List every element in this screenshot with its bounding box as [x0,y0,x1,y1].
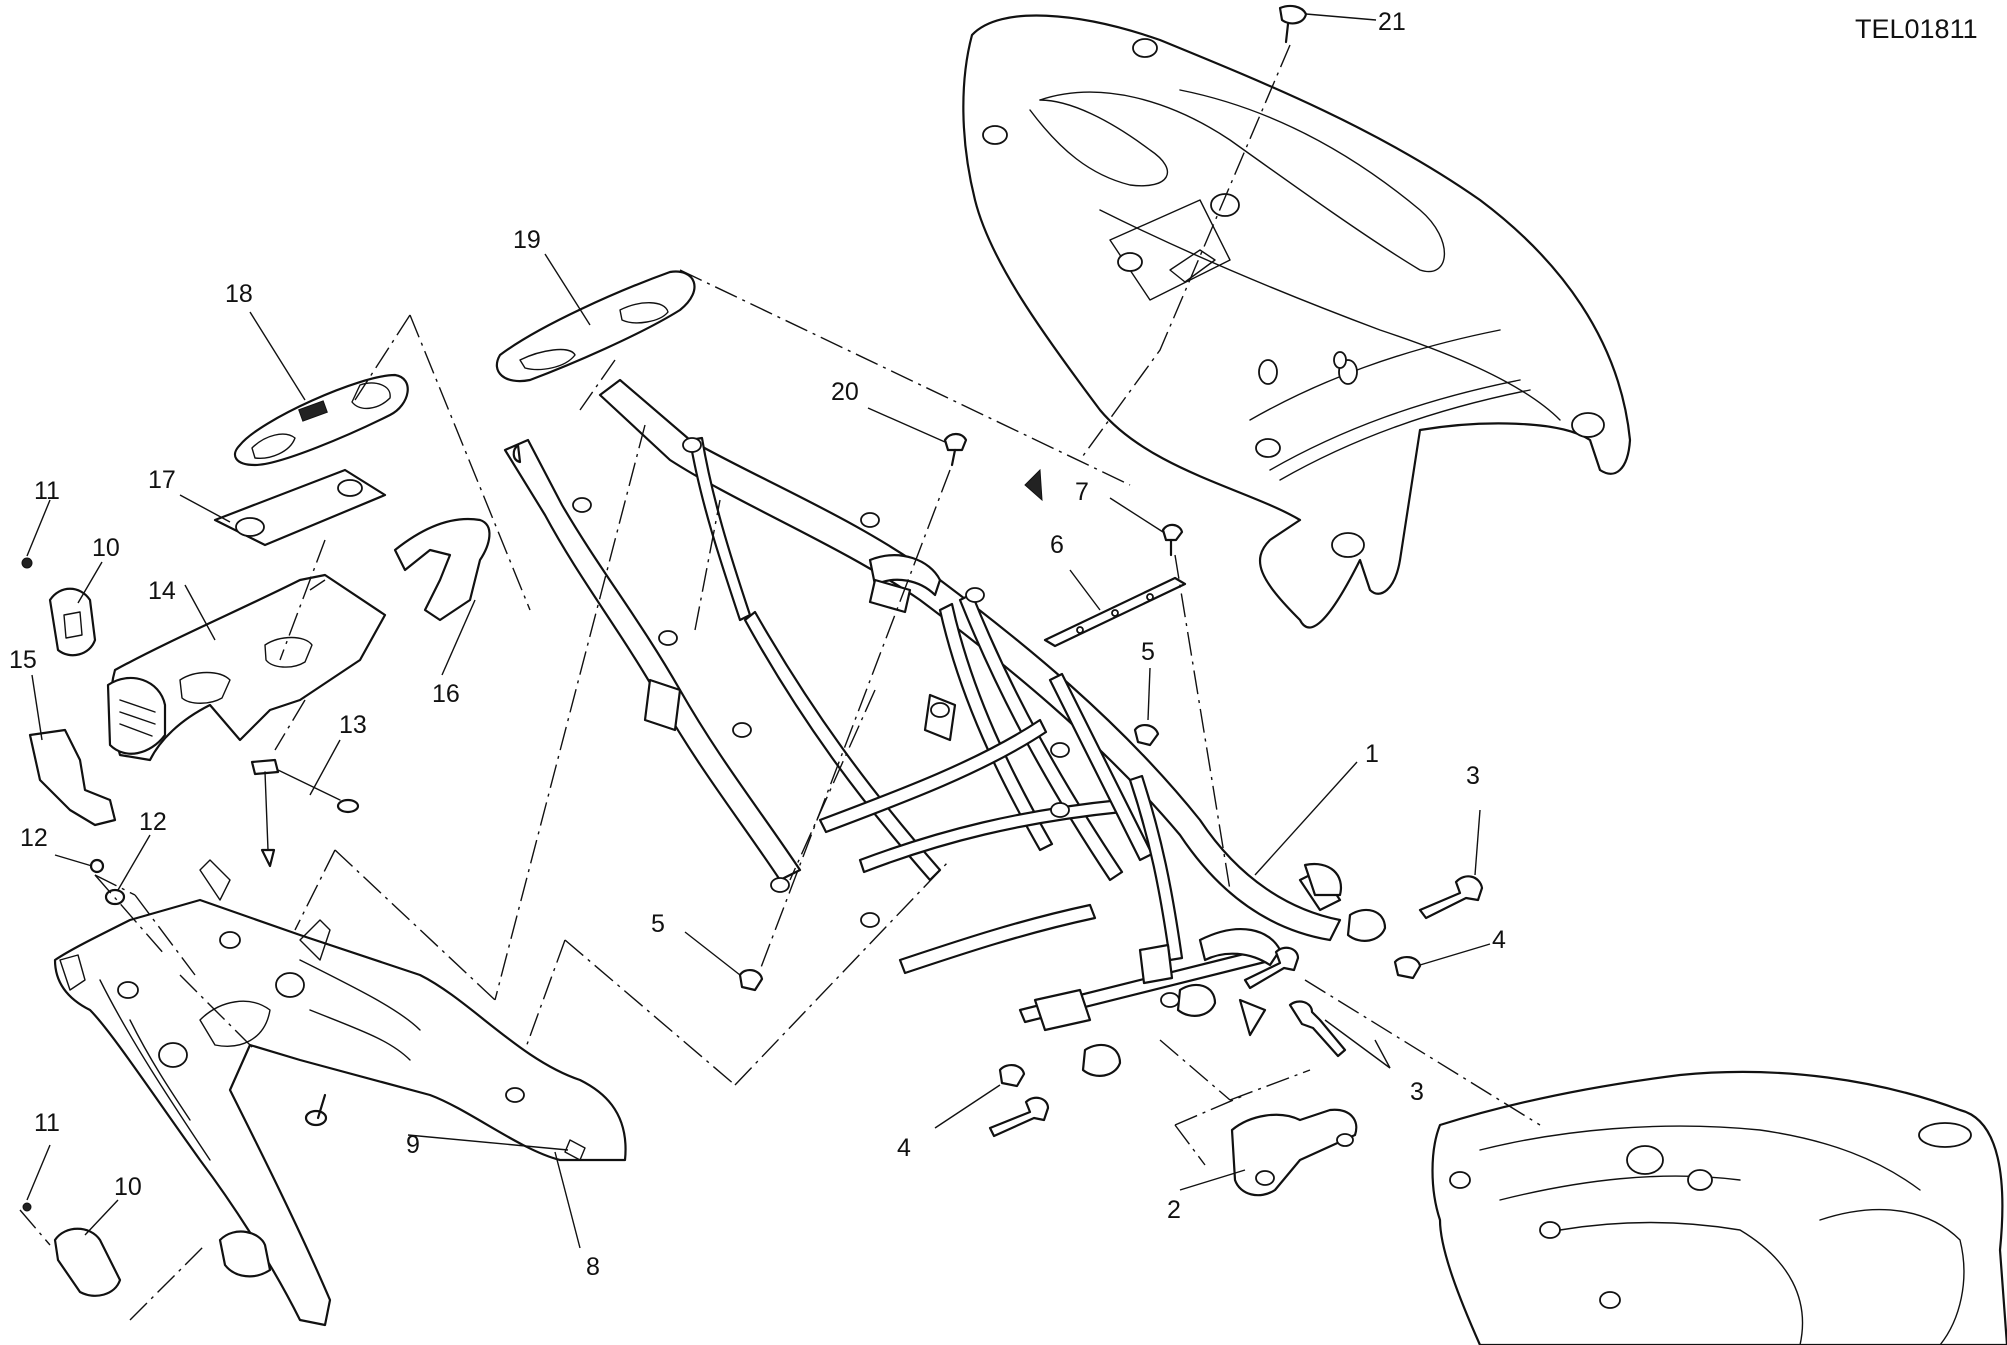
callout-10-top: 10 [92,534,120,562]
cable-13 [250,758,360,868]
callout-21: 21 [1378,8,1406,36]
callout-11-top: 11 [34,477,60,505]
seat [962,14,1632,629]
callout-11-bottom: 11 [34,1109,60,1137]
assembly-lines [19,44,1541,1321]
callout-3-top: 3 [1466,762,1480,790]
callout-4-left: 4 [897,1134,911,1162]
plate-holder-14 [106,573,387,762]
callout-16: 16 [432,680,460,708]
callout-18: 18 [225,280,253,308]
bolt-3-c [1288,1000,1347,1058]
bushing-5-right [1133,724,1160,747]
bushing-5-left [738,969,764,992]
callout-20: 20 [831,378,859,406]
bolt-4 [988,1096,1050,1138]
callout-9: 9 [406,1131,420,1159]
callout-12-left: 12 [20,824,48,852]
bracket-16 [393,517,491,622]
reflector-10-bottom [22,1202,122,1297]
washer-4-left [998,1064,1026,1088]
washer-4-right [1393,956,1422,980]
leader-lines [26,13,1491,1249]
grommet-12 [89,858,126,906]
callout-1: 1 [1365,740,1379,768]
drawing-code: TEL01811 [1855,14,1978,44]
callout-14: 14 [148,577,176,605]
bracket-15 [28,728,117,827]
callout-7: 7 [1075,478,1089,506]
bracket-6 [1043,523,1187,648]
callout-19: 19 [513,226,541,254]
callout-6: 6 [1050,531,1064,559]
callout-5-left: 5 [651,910,665,938]
callout-10-bottom: 10 [114,1173,142,1201]
main-frame [1431,1070,2007,1345]
callout-4-right: 4 [1492,926,1506,954]
undertray [53,859,627,1327]
plate-18 [233,373,409,467]
callout-13: 13 [339,711,367,739]
rear-subframe [503,378,1387,1077]
callout-15: 15 [9,646,37,674]
screw-9 [304,1093,328,1127]
bracket-2 [1230,1108,1358,1197]
plate-19 [495,270,696,383]
callout-3-bottom: 3 [1410,1078,1424,1106]
callout-labels: 21 1 3 4 3 4 2 5 5 6 7 20 19 18 17 14 16… [9,8,1506,1281]
callout-8: 8 [586,1253,600,1281]
bolt-3-a [1418,875,1484,920]
callout-2: 2 [1167,1196,1181,1224]
callout-12-right: 12 [139,808,167,836]
callout-17: 17 [148,466,176,494]
reflector-10-top [21,557,97,657]
screw-20 [943,432,968,467]
screw-21 [1278,4,1308,44]
callout-5-right: 5 [1141,638,1155,666]
bolt-3-b [1243,946,1300,990]
